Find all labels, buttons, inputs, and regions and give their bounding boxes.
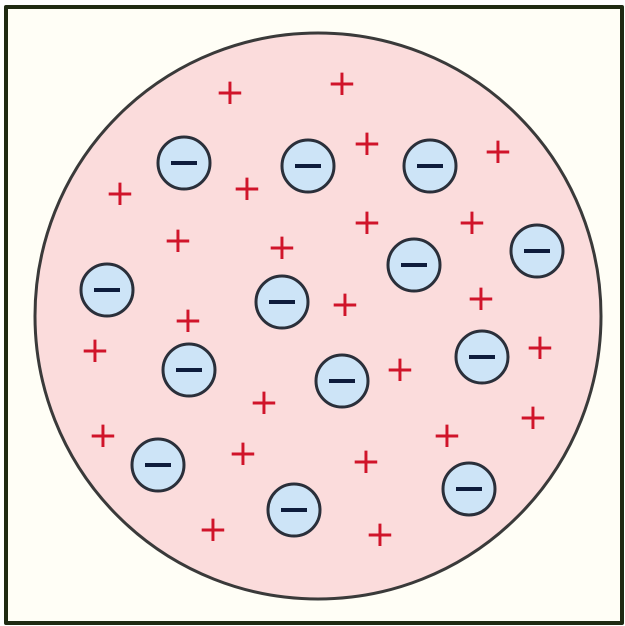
electron [266,482,322,538]
electron [280,138,336,194]
electron [441,461,497,517]
positive-charge-symbol: + [215,72,245,113]
positive-charge-symbol: + [105,173,135,214]
positive-charge-symbol: + [385,349,415,390]
positive-charge-symbol: + [80,330,110,371]
positive-charge-symbol: + [525,327,555,368]
electron [130,437,186,493]
positive-charge-symbol: + [88,415,118,456]
electrons [79,135,565,538]
electron [254,274,310,330]
electron [156,135,212,191]
electron [161,342,217,398]
positive-charge-symbol: + [249,382,279,423]
positive-charge-symbol: + [228,433,258,474]
electron [79,262,135,318]
positive-charge-symbol: + [483,131,513,172]
positive-charge-symbol: + [163,220,193,261]
electron [454,329,510,385]
positive-charge-symbol: + [351,441,381,482]
positive-charge-symbol: + [173,300,203,341]
positive-charge-symbol: + [365,514,395,555]
electron [509,223,565,279]
electron [402,138,458,194]
positive-charge-symbol: + [232,168,262,209]
positive-charge-symbol: + [352,123,382,164]
positive-charge-symbol: + [466,278,496,319]
positive-charge-symbol: + [518,397,548,438]
positive-charge-symbol: + [432,415,462,456]
positive-charge-symbol: + [327,63,357,104]
positive-charge-symbol: + [457,202,487,243]
positive-charge-symbol: + [352,202,382,243]
positive-charges: + + + + + + + + + + + + + + + + + + + + + + + + [80,63,555,555]
positive-charge-symbol: + [330,284,360,325]
electron [386,237,442,293]
positive-charge-symbol: + [267,227,297,268]
positive-charge-symbol: + [198,509,228,550]
electron [314,353,370,409]
